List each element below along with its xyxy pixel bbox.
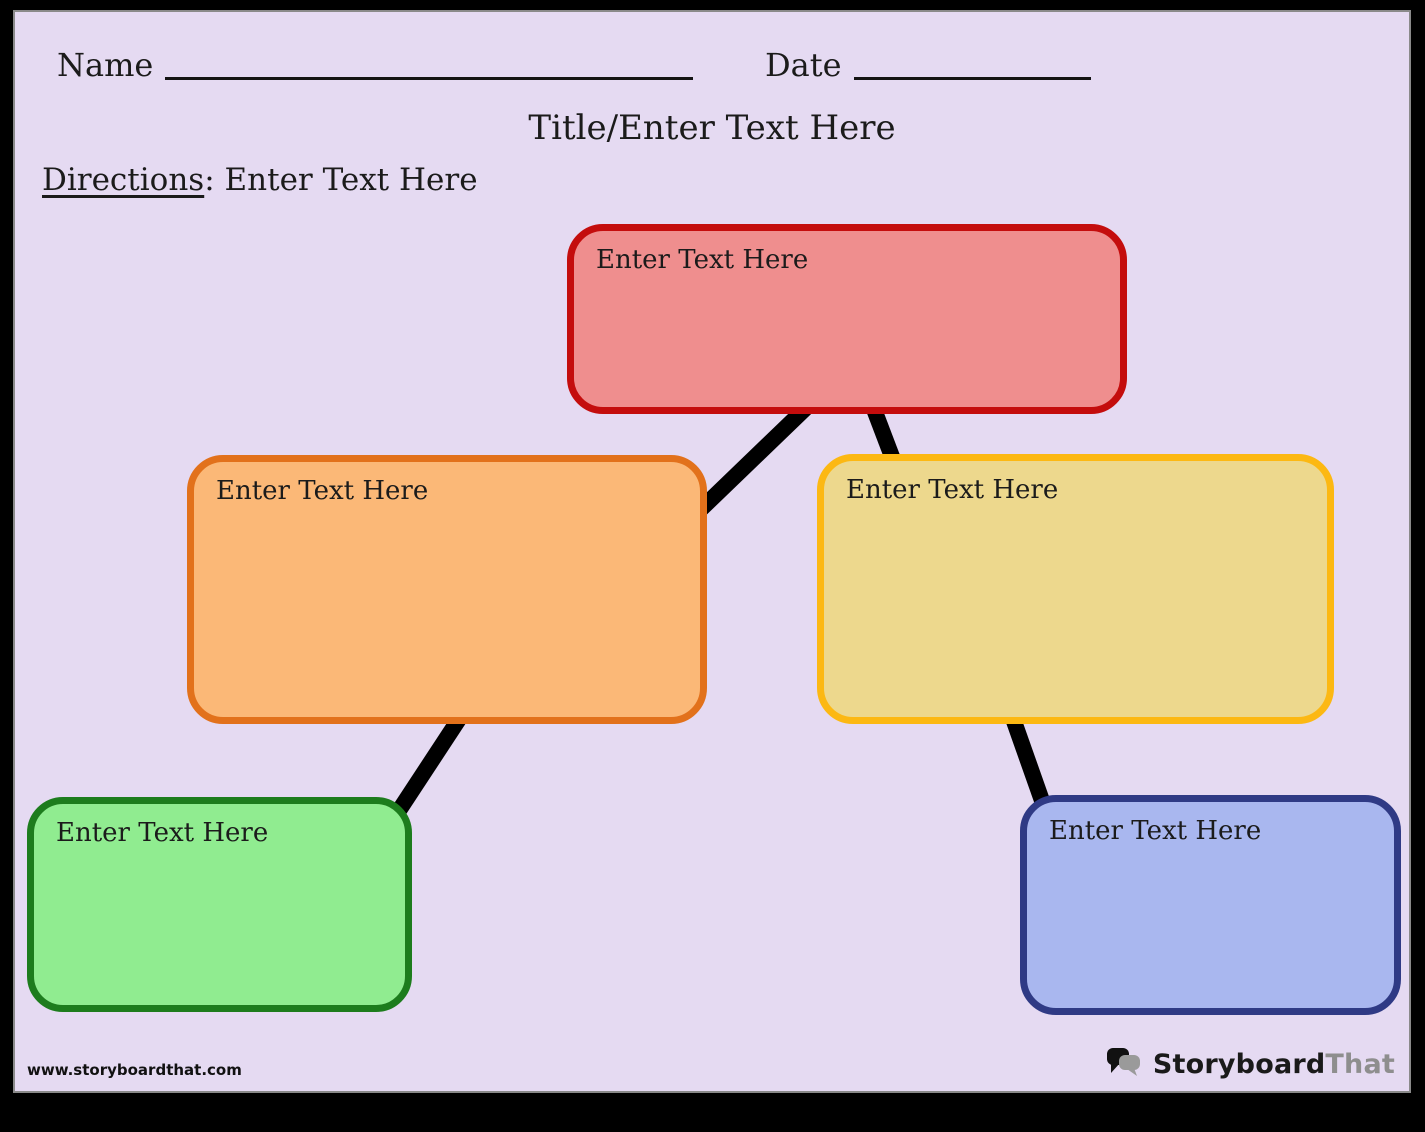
date-blank-line bbox=[853, 77, 1091, 81]
node-label[interactable]: Enter Text Here bbox=[216, 476, 429, 506]
page-title[interactable]: Title/Enter Text Here bbox=[528, 108, 896, 148]
directions: Directions: Enter Text Here bbox=[42, 162, 478, 198]
speech-bubbles-icon bbox=[1106, 1048, 1140, 1076]
date-label: Date bbox=[765, 46, 842, 84]
node-label[interactable]: Enter Text Here bbox=[596, 245, 809, 275]
logo-text: StoryboardThat bbox=[1153, 1049, 1395, 1080]
name-label: Name bbox=[57, 46, 154, 84]
node-label[interactable]: Enter Text Here bbox=[1049, 816, 1262, 846]
worksheet-page: Name Date Title/Enter Text Here Directio… bbox=[13, 10, 1411, 1093]
logo-text-primary: Storyboard bbox=[1152, 1048, 1326, 1080]
node-mid-right[interactable]: Enter Text Here bbox=[817, 454, 1334, 724]
name-field: Name bbox=[57, 46, 694, 84]
website-url: www.storyboardthat.com bbox=[27, 1061, 242, 1079]
node-label[interactable]: Enter Text Here bbox=[56, 818, 269, 848]
connector-line bbox=[1002, 707, 1054, 815]
logo-text-secondary: That bbox=[1325, 1048, 1395, 1080]
connector-line bbox=[391, 705, 472, 817]
connector-line bbox=[694, 398, 816, 516]
directions-label: Directions bbox=[42, 162, 205, 198]
storyboardthat-logo: StoryboardThat bbox=[1106, 1045, 1395, 1083]
name-blank-line bbox=[165, 77, 694, 81]
node-label[interactable]: Enter Text Here bbox=[846, 475, 1059, 505]
directions-text[interactable]: : Enter Text Here bbox=[204, 162, 478, 198]
node-bottom-right[interactable]: Enter Text Here bbox=[1020, 795, 1401, 1015]
date-field: Date bbox=[765, 46, 1091, 84]
node-bottom-left[interactable]: Enter Text Here bbox=[27, 797, 412, 1012]
node-mid-left[interactable]: Enter Text Here bbox=[187, 455, 707, 724]
node-top-center[interactable]: Enter Text Here bbox=[567, 224, 1127, 414]
